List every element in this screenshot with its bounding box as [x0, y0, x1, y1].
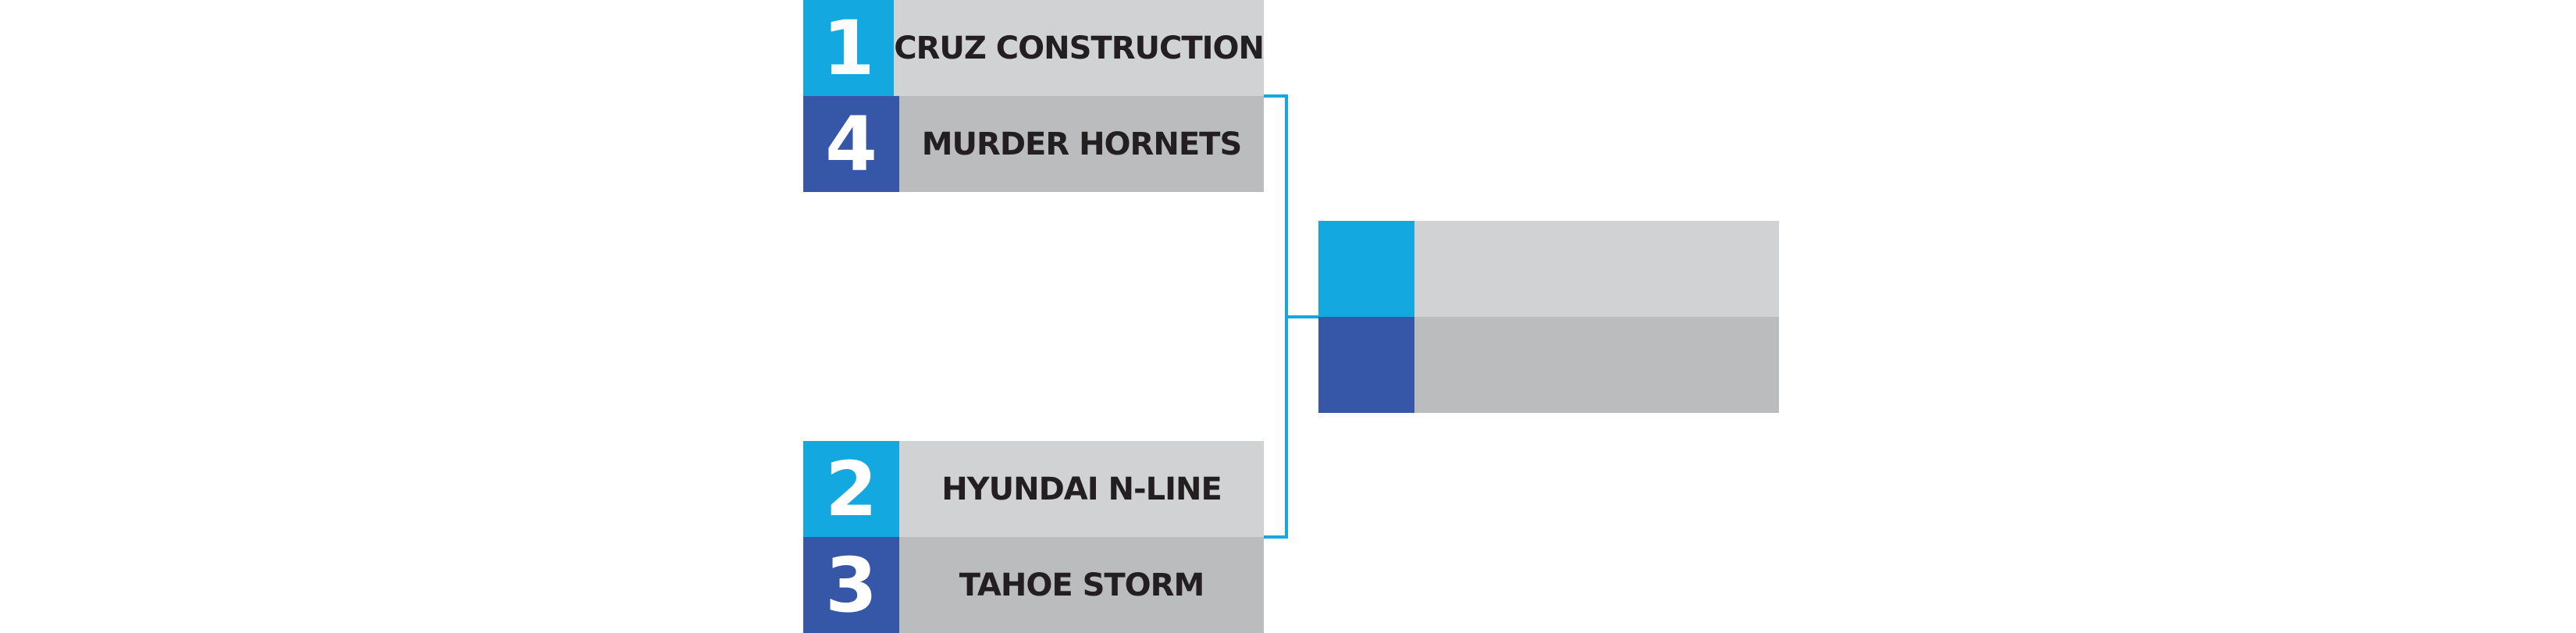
team-name: HYUNDAI N-LINE [899, 441, 1264, 537]
team-slot: 2 HYUNDAI N-LINE [803, 441, 1264, 537]
team-slot: 1 CRUZ CONSTRUCTION [803, 0, 1265, 96]
final-team-slot [1318, 221, 1779, 317]
team-name [1414, 221, 1779, 317]
seed-badge: 3 [803, 537, 899, 633]
semifinal-2: 2 HYUNDAI N-LINE 3 TAHOE STORM [803, 441, 1264, 633]
seed-badge: 2 [803, 441, 899, 537]
team-name: CRUZ CONSTRUCTION [894, 0, 1265, 96]
team-name: TAHOE STORM [899, 537, 1264, 633]
team-name: MURDER HORNETS [899, 96, 1264, 192]
seed-badge: 1 [803, 0, 895, 96]
team-slot: 3 TAHOE STORM [803, 537, 1264, 633]
team-slot: 4 MURDER HORNETS [803, 96, 1264, 192]
connector-semifinal-2 [1264, 317, 1288, 539]
final-team-slot [1318, 317, 1779, 413]
team-name [1414, 317, 1779, 413]
seed-badge [1318, 221, 1414, 317]
seed-badge [1318, 317, 1414, 413]
seed-badge: 4 [803, 96, 899, 192]
final-matchup [1318, 221, 1779, 413]
connector-semifinal-1 [1264, 94, 1318, 318]
semifinal-1: 1 CRUZ CONSTRUCTION 4 MURDER HORNETS [803, 0, 1265, 192]
